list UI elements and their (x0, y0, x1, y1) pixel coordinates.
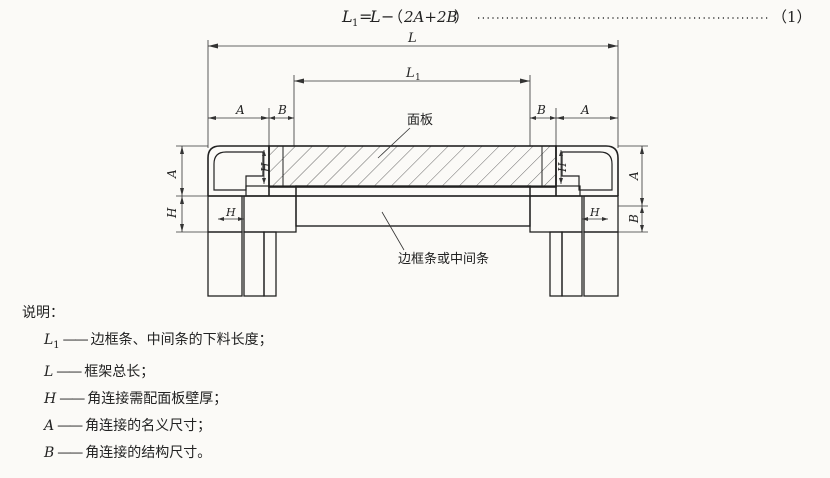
dimension-A-vertical-left-label: A (165, 169, 179, 179)
dimension-H-small (218, 150, 608, 221)
dimension-L1-sub: 1 (415, 73, 421, 83)
legend-text: 角连接的结构尺寸。 (85, 444, 212, 461)
dimension-AB-top (208, 108, 618, 148)
dimension-H-panel-right-label: H (556, 162, 569, 173)
formula-lhs: L (341, 7, 353, 26)
legend-dash: —— (57, 444, 83, 461)
dimension-L1 (293, 75, 531, 146)
formula-minus: − (381, 7, 394, 26)
dimension-L-label: L (407, 31, 417, 46)
dimension-B-right-label: B (536, 103, 546, 117)
panel-leader (377, 127, 411, 159)
legend-symbol: L (44, 363, 54, 380)
dimension-H-panel-left-label: H (259, 162, 272, 173)
dimension-A-vertical-right-label: A (627, 171, 641, 181)
dimension-right-vertical (618, 145, 648, 233)
dimension-left-vertical (176, 145, 208, 233)
legend-item-B: B——角连接的结构尺寸。 (44, 440, 622, 467)
legend-symbol: A (44, 417, 55, 434)
formula-paren-close: ） (454, 8, 469, 26)
frame-bar (295, 185, 531, 227)
formula-expr: 2A+2B (403, 8, 458, 26)
panel-label: 面板 (407, 113, 433, 128)
legend-dash: —— (56, 363, 82, 380)
legend-symbol: B (44, 444, 55, 461)
formula-paren-open: （ (388, 8, 403, 26)
dimension-B-vertical-right-label: B (627, 214, 641, 224)
dimension-H-vertical-left-label: H (165, 207, 179, 219)
legend-dash: —— (62, 332, 89, 348)
dimension-H-bottom-right-label: H (589, 206, 600, 219)
legend-symbol: L1 (44, 332, 60, 351)
formula-number: （1） (772, 8, 812, 26)
dimension-A-left-label: A (235, 103, 245, 117)
legend: 说明： L1——边框条、中间条的下料长度； L——框架总长； H——角连接需配面… (22, 300, 622, 467)
legend-dash: —— (59, 390, 85, 407)
dimension-B-left-label: B (277, 103, 287, 117)
legend-item-A: A——角连接的名义尺寸； (44, 413, 622, 440)
frame-diagram: L 1 = L − （ 2A+2B ） （1） L L 1 (165, 7, 812, 297)
dimension-L1-label: L (405, 66, 415, 81)
left-leg (207, 231, 277, 297)
formula-equals: = (359, 7, 372, 26)
formula-rhs-var: L (369, 7, 381, 26)
formula: L 1 = L − （ 2A+2B ） （1） (341, 7, 812, 29)
formula-lhs-sub: 1 (352, 18, 358, 29)
legend-text: 角连接需配面板壁厚； (87, 390, 228, 407)
right-leg (549, 231, 619, 297)
panel-hatched (268, 145, 557, 188)
legend-title: 说明： (22, 305, 64, 321)
legend-item-L: L——框架总长； (44, 359, 622, 386)
legend-item-H: H——角连接需配面板壁厚； (44, 386, 622, 413)
dimension-H-bottom-left-label: H (225, 206, 236, 219)
frame-bar-leader (381, 211, 405, 251)
legend-text: 框架总长； (84, 363, 155, 380)
legend-dash: —— (57, 417, 83, 434)
frame-bar-label: 边框条或中间条 (398, 251, 489, 267)
legend-text: 边框条、中间条的下料长度； (90, 332, 273, 348)
legend-symbol: H (44, 390, 57, 407)
dimension-L (207, 40, 619, 148)
legend-text: 角连接的名义尺寸； (85, 417, 212, 434)
dimension-A-right-label: A (580, 103, 590, 117)
legend-item-L1: L1——边框条、中间条的下料长度； (44, 327, 622, 359)
